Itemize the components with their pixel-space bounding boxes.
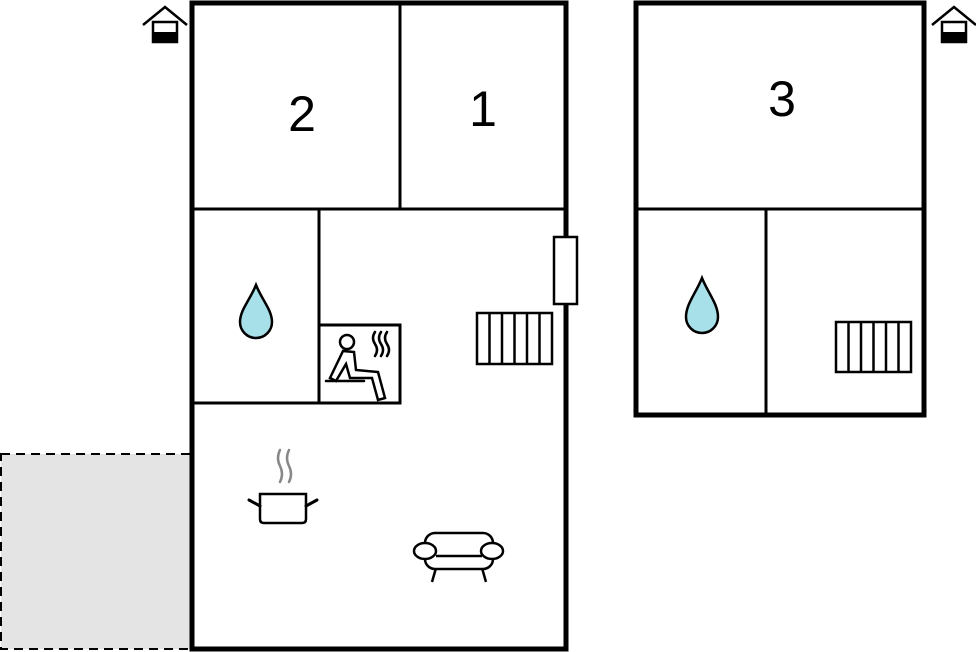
water-drop-icon [684, 274, 720, 335]
sauna-icon [324, 330, 391, 402]
door-icon [552, 235, 579, 306]
house-level-icon [931, 5, 976, 44]
stairs-icon [834, 320, 913, 374]
house-level-icon [142, 5, 188, 44]
cooking-pot-icon [247, 448, 319, 525]
sofa-icon [412, 531, 505, 583]
room-label-1: 1 [469, 81, 497, 137]
water-drop-icon [238, 281, 274, 340]
building-annex [633, 0, 927, 418]
room-label-3: 3 [768, 71, 796, 127]
stairs-icon [475, 311, 554, 366]
terrace [0, 453, 193, 650]
sauna-room [317, 323, 402, 405]
room-label-2: 2 [288, 86, 316, 142]
